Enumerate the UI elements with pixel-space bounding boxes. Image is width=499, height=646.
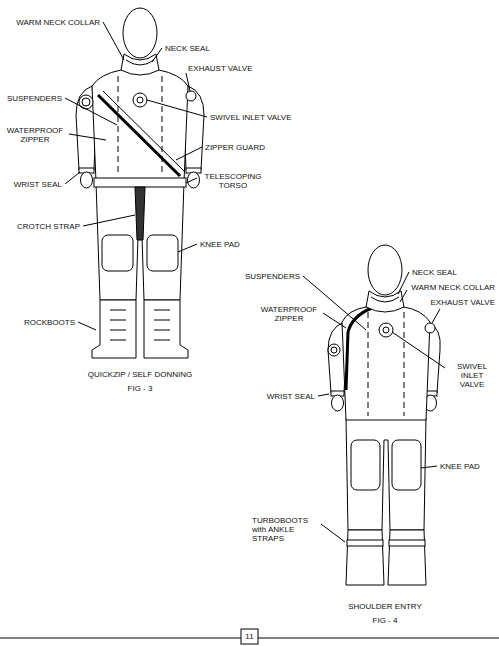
part-label: ROCKBOOTS xyxy=(24,318,75,327)
page-footer xyxy=(0,629,499,644)
part-label: EXHAUST VALVE xyxy=(431,298,495,307)
figure-title: SHOULDER ENTRY xyxy=(325,602,445,611)
leader-lines xyxy=(65,22,445,542)
part-label: SUSPENDERS xyxy=(245,272,300,281)
part-label: WATERPROOF ZIPPER xyxy=(258,305,320,323)
part-label: ZIPPER GUARD xyxy=(205,143,265,152)
part-label: TELESCOPING TORSO xyxy=(200,172,266,190)
quickzip-suit xyxy=(76,8,204,358)
part-label: KNEE PAD xyxy=(200,240,240,249)
part-label: CROTCH STRAP xyxy=(17,222,80,231)
figure-number: FIG - 4 xyxy=(355,616,415,625)
figure-title: QUICKZIP / SELF DONNING xyxy=(60,370,220,379)
part-label: WARM NECK COLLAR xyxy=(16,18,100,27)
part-label: WARM NECK COLLAR xyxy=(411,283,495,292)
part-label: SWIVEL INLET VALVE xyxy=(448,362,496,389)
part-label: TURBOBOOTS with ANKLE STRAPS xyxy=(252,516,318,543)
part-label: NECK SEAL xyxy=(165,44,210,53)
page-number: 11 xyxy=(241,632,258,641)
figure-number: FIG - 3 xyxy=(110,384,170,393)
part-label: WRIST SEAL xyxy=(267,392,315,401)
part-label: WRIST SEAL xyxy=(14,180,62,189)
part-label: KNEE PAD xyxy=(440,462,480,471)
shoulder-entry-suit xyxy=(328,245,440,585)
part-label: NECK SEAL xyxy=(412,268,457,277)
part-label: EXHAUST VALVE xyxy=(188,64,252,73)
part-label: SUSPENDERS xyxy=(7,94,62,103)
part-label: WATERPROOF ZIPPER xyxy=(4,126,66,144)
part-label: SWIVEL INLET VALVE xyxy=(210,113,292,122)
